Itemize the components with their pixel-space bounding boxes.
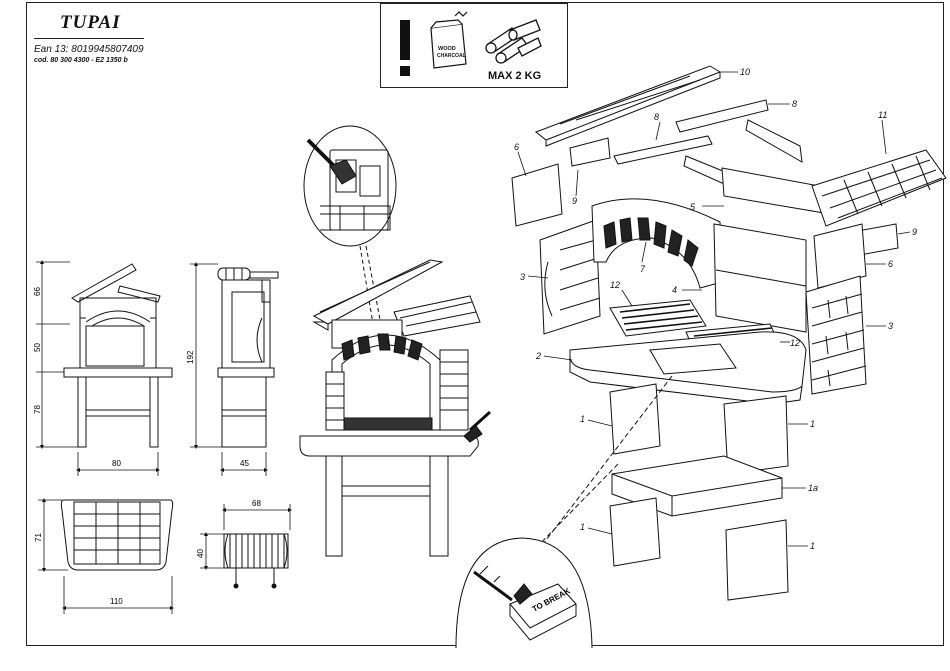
label-part-10: 10	[740, 67, 750, 77]
dim-side-height: 192	[186, 350, 195, 364]
dim-side-width: 45	[240, 459, 249, 468]
label-part-7: 7	[640, 264, 646, 274]
part-8-bracket-a	[746, 120, 802, 162]
part-8-bar	[614, 136, 712, 164]
dim-top-depth: 71	[34, 533, 43, 542]
label-part-12b: 12	[790, 338, 800, 348]
label-part-1d: 1	[810, 541, 815, 551]
front-elevation-view	[64, 264, 172, 447]
assembled-barbecue-view	[300, 260, 490, 556]
top-width-dimension	[64, 576, 172, 614]
dim-grill-depth: 40	[196, 549, 205, 558]
label-part-5: 5	[690, 202, 696, 212]
label-part-8b: 8	[654, 112, 659, 122]
part-3-left-pillar	[540, 220, 600, 334]
dim-front-bottom: 78	[33, 405, 42, 414]
label-part-2: 2	[535, 351, 541, 361]
brush-detail-circle	[304, 126, 396, 246]
top-plan-view	[61, 500, 172, 570]
part-6-block-a	[512, 164, 562, 226]
dim-grill-width: 68	[252, 499, 261, 508]
part-2-worktop	[570, 332, 806, 392]
part-9-block-a	[570, 138, 610, 166]
exclamation-icon	[400, 20, 410, 76]
label-part-1a: 1	[580, 414, 585, 424]
label-part-6b: 6	[888, 259, 893, 269]
label-part-12a: 12	[610, 280, 620, 290]
label-part-11: 11	[878, 110, 887, 120]
part-3-right-pillar	[806, 276, 866, 394]
break-detail-circle	[456, 538, 592, 648]
label-part-4: 4	[672, 285, 677, 295]
label-part-1a-shelf: 1a	[808, 483, 818, 493]
front-vertical-dimensions	[36, 262, 78, 447]
exploded-parts	[512, 66, 946, 600]
charcoal-bag-icon: WOOD CHARCOAL	[431, 12, 467, 68]
label-part-1b: 1	[810, 419, 815, 429]
label-part-3b: 3	[888, 321, 893, 331]
label-part-3a: 3	[520, 272, 525, 282]
side-elevation-view	[218, 268, 278, 447]
label-part-1c: 1	[580, 522, 585, 532]
label-part-6a: 6	[514, 142, 519, 152]
label-part-8a: 8	[792, 99, 797, 109]
label-part-9a: 9	[572, 196, 577, 206]
part-1-block-a	[610, 384, 660, 454]
bag-label-charcoal: CHARCOAL	[437, 53, 466, 59]
firewood-icon	[486, 20, 541, 63]
label-part-9b: 9	[912, 227, 917, 237]
grill-plan-view	[224, 534, 288, 588]
dim-front-width: 80	[112, 459, 121, 468]
bag-label-wood: WOOD	[438, 46, 456, 52]
dim-front-mid: 50	[33, 343, 42, 352]
part-1-block-d	[726, 520, 788, 600]
dim-front-top: 66	[33, 287, 42, 296]
dim-top-width: 110	[110, 597, 123, 606]
part-1-block-c	[610, 498, 660, 566]
